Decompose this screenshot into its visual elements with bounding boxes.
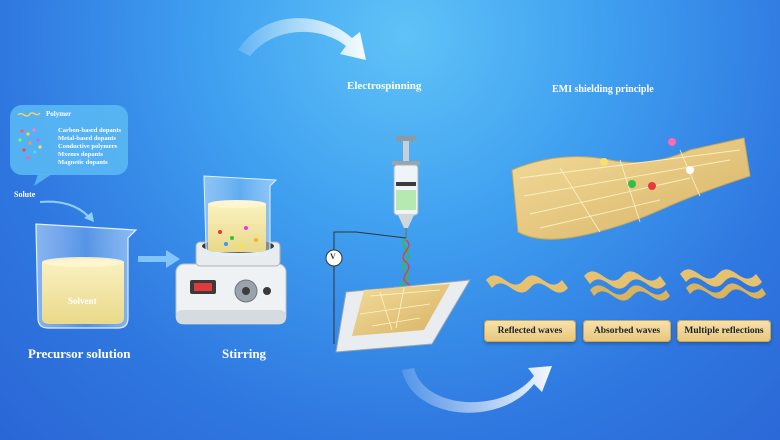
legend-polymer: Polymer bbox=[46, 110, 72, 118]
dopant-legend-bubble bbox=[10, 105, 128, 186]
absorbed-waves-illustration bbox=[584, 271, 670, 301]
multiple-reflections-illustration bbox=[680, 269, 766, 299]
electrospinning-title: Electrospinning bbox=[347, 80, 422, 92]
curved-arrow-bottom bbox=[402, 366, 552, 413]
emi-fiber-mat bbox=[511, 137, 751, 240]
legend-metal-dopants: Metal-based dopants bbox=[58, 135, 116, 142]
emi-title: EMI shielding principle bbox=[552, 84, 654, 95]
legend-carbon-dopants: Carbon-based dopants bbox=[58, 127, 122, 134]
precursor-beaker bbox=[35, 223, 138, 329]
reflected-waves-illustration bbox=[486, 275, 568, 293]
arrow-to-stirrer bbox=[138, 250, 180, 268]
electrospinning-setup bbox=[325, 136, 471, 353]
legend-magnetic-dopants: Magnetic dopants bbox=[58, 159, 108, 166]
plate-reflected-waves: Reflected waves bbox=[484, 320, 576, 342]
plate-multiple-reflections: Multiple reflections bbox=[677, 320, 771, 342]
magnetic-stirrer bbox=[175, 175, 287, 325]
voltage-symbol: V bbox=[330, 252, 336, 261]
solvent-label: Solvent bbox=[68, 296, 97, 306]
solute-label: Solute bbox=[14, 190, 36, 199]
legend-mxenes-dopants: Mxenes dopants bbox=[58, 151, 103, 158]
plate-absorbed-waves: Absorbed waves bbox=[583, 320, 671, 342]
precursor-caption: Precursor solution bbox=[28, 346, 131, 361]
curved-arrow-top bbox=[238, 18, 366, 61]
stirring-caption: Stirring bbox=[222, 346, 267, 361]
legend-conductive-polymers: Conductive polymers bbox=[58, 143, 118, 150]
